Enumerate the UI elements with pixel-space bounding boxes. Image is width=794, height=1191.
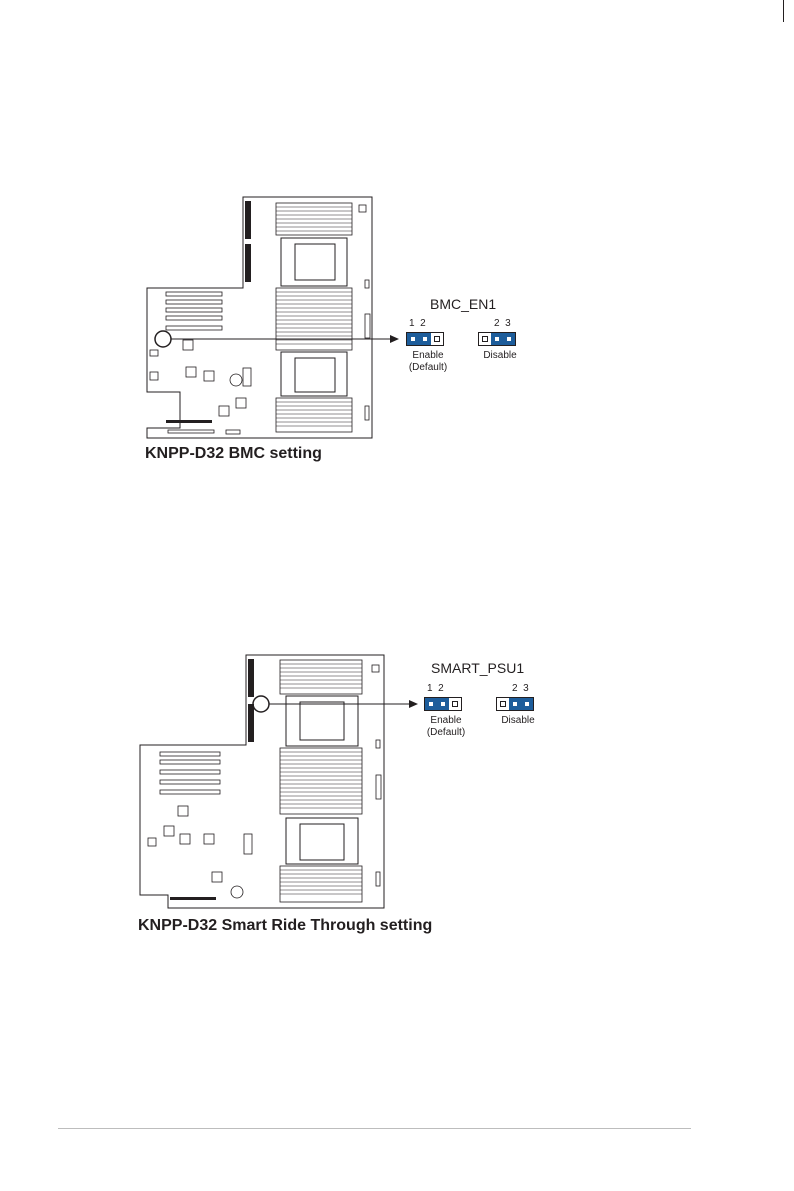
smart-psu-disable-label: Disable — [496, 715, 540, 727]
footer-rule — [58, 1128, 691, 1129]
smart-psu-enable-label: Enable — [422, 715, 470, 727]
jumper-pin-3 — [449, 698, 461, 710]
smart-psu-enable-pin-numbers: 1 2 — [427, 683, 444, 694]
jumper-pin-2 — [509, 698, 521, 710]
smart-psu-disable-jumper — [496, 697, 534, 711]
smart-psu-disable-pin-numbers: 2 3 — [512, 683, 529, 694]
jumper-pin-1 — [425, 698, 437, 710]
smart-psu-enable-jumper — [424, 697, 462, 711]
jumper-pin-3 — [521, 698, 533, 710]
smart-psu-default-label: (Default) — [422, 727, 470, 739]
jumper-pin-1 — [497, 698, 509, 710]
smart-psu-figure-caption: KNPP-D32 Smart Ride Through setting — [138, 917, 432, 935]
jumper-pin-2 — [437, 698, 449, 710]
smart-psu-jumper-name: SMART_PSU1 — [431, 660, 524, 676]
